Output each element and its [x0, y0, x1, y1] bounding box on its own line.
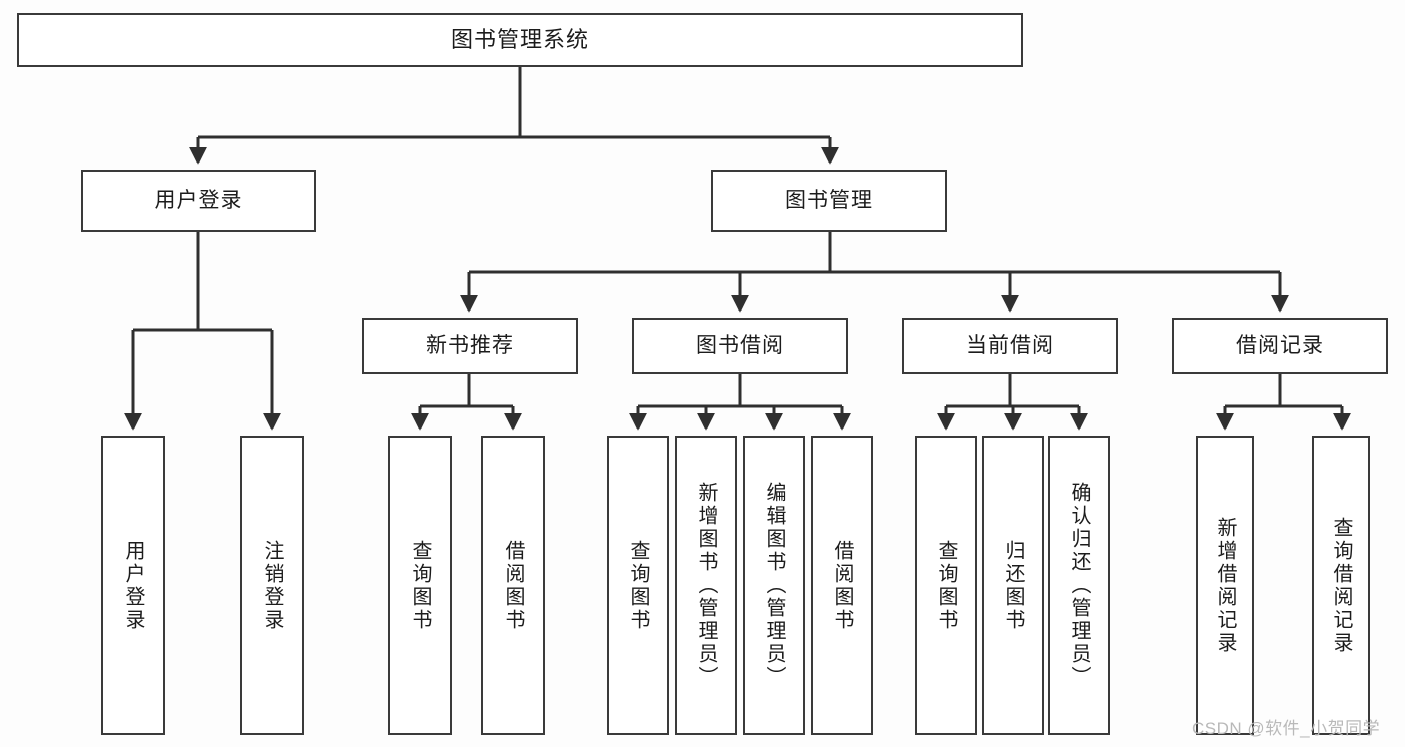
node-current-borrow-label: 当前借阅 — [966, 333, 1054, 357]
node-new-book-recommend-label: 新书推荐 — [426, 333, 514, 357]
node-book-borrow-label: 图书借阅 — [696, 333, 784, 357]
node-leaf-query-book-3-label: 查询图书 — [935, 539, 957, 632]
node-leaf-return-book-label: 归还图书 — [1002, 539, 1024, 632]
node-leaf-query-book-2[interactable]: 查询图书 — [607, 436, 669, 735]
node-leaf-confirm-return[interactable]: 确认归还（管理员） — [1048, 436, 1110, 735]
node-leaf-add-book-label: 新增图书（管理员） — [695, 482, 717, 689]
node-new-book-recommend[interactable]: 新书推荐 — [362, 318, 578, 374]
node-leaf-query-book-1-label: 查询图书 — [409, 539, 431, 632]
node-root-label: 图书管理系统 — [450, 27, 589, 53]
node-leaf-borrow-book-2[interactable]: 借阅图书 — [811, 436, 873, 735]
node-leaf-query-book-2-label: 查询图书 — [627, 539, 649, 632]
node-borrow-record-label: 借阅记录 — [1236, 333, 1324, 357]
node-leaf-logout[interactable]: 注销登录 — [240, 436, 304, 735]
node-leaf-user-login-label: 用户登录 — [122, 539, 144, 632]
node-leaf-edit-book[interactable]: 编辑图书（管理员） — [743, 436, 805, 735]
node-leaf-edit-book-label: 编辑图书（管理员） — [763, 482, 785, 689]
node-user-login[interactable]: 用户登录 — [81, 170, 316, 232]
node-leaf-add-record-label: 新增借阅记录 — [1214, 516, 1236, 655]
node-leaf-logout-label: 注销登录 — [261, 539, 283, 632]
node-book-borrow[interactable]: 图书借阅 — [632, 318, 848, 374]
node-root[interactable]: 图书管理系统 — [17, 13, 1023, 67]
node-leaf-query-book-1[interactable]: 查询图书 — [388, 436, 452, 735]
node-user-login-label: 用户登录 — [154, 188, 243, 212]
node-leaf-borrow-book-1[interactable]: 借阅图书 — [481, 436, 545, 735]
node-leaf-query-record-label: 查询借阅记录 — [1330, 516, 1352, 655]
node-leaf-query-record[interactable]: 查询借阅记录 — [1312, 436, 1370, 735]
node-leaf-add-record[interactable]: 新增借阅记录 — [1196, 436, 1254, 735]
node-leaf-query-book-3[interactable]: 查询图书 — [915, 436, 977, 735]
node-leaf-confirm-return-label: 确认归还（管理员） — [1068, 482, 1090, 689]
node-leaf-borrow-book-2-label: 借阅图书 — [831, 539, 853, 632]
node-leaf-add-book[interactable]: 新增图书（管理员） — [675, 436, 737, 735]
node-book-management[interactable]: 图书管理 — [711, 170, 947, 232]
node-book-management-label: 图书管理 — [785, 188, 873, 212]
node-leaf-return-book[interactable]: 归还图书 — [982, 436, 1044, 735]
node-current-borrow[interactable]: 当前借阅 — [902, 318, 1118, 374]
node-leaf-borrow-book-1-label: 借阅图书 — [502, 539, 524, 632]
node-leaf-user-login[interactable]: 用户登录 — [101, 436, 165, 735]
node-borrow-record[interactable]: 借阅记录 — [1172, 318, 1388, 374]
